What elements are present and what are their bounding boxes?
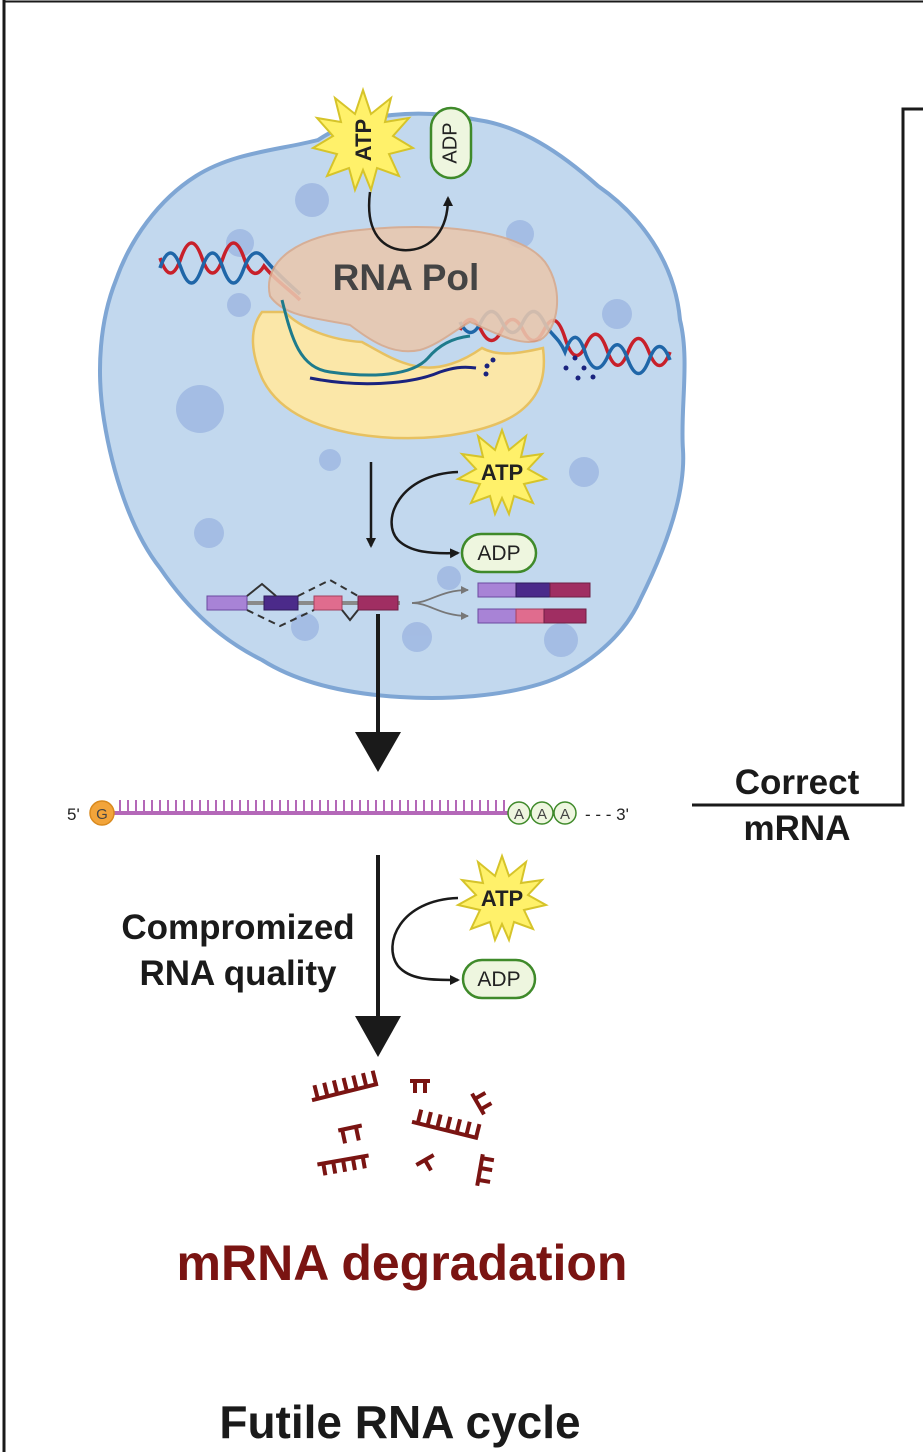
splice-adp-label: ADP [477,542,520,565]
poly-a-3: A [560,806,570,823]
spliced-isoform-1 [477,582,591,598]
three-prime-label: - - - 3' [585,805,629,824]
poly-a-2: A [537,806,547,823]
splice-atp-label: ATP [481,460,523,485]
splice-adp-icon: ADP [460,532,538,574]
top-atp-icon: ATP [310,86,416,194]
five-prime-label: 5' [67,805,80,824]
quality-adp-icon: ADP [461,958,537,1000]
splice-energy-arrow [390,470,460,559]
poly-a-tail: A A A [507,801,577,825]
correct-mrna-feedback-line [692,107,923,807]
rna-fragments [311,1070,495,1187]
mature-mrna: 5' G A A A - - - 3' [67,800,629,826]
export-arrow [355,614,401,772]
alternative-splicing-arrows [411,586,469,620]
cycle-title: Futile RNA cycle [219,1396,580,1448]
spliced-isoform-2 [477,608,587,624]
degradation-arrow [355,855,401,1057]
quality-atp-label: ATP [481,886,523,911]
quality-energy-arrow [391,896,460,985]
rna-pol-label: RNA Pol [333,257,480,298]
degradation-label: mRNA degradation [177,1235,628,1291]
mrna-bases [119,800,505,813]
quality-label-line1: Compromized [121,908,354,947]
pre-mrna [206,578,400,628]
top-adp-icon: ADP [429,106,473,180]
top-atp-label: ATP [351,119,376,161]
five-prime-cap [89,800,115,826]
top-energy-arrow [367,191,453,252]
nucleus-specks [176,183,632,657]
quality-adp-label: ADP [477,968,520,991]
rna-polymerase [251,226,596,440]
poly-a-1: A [514,806,524,823]
top-adp-label: ADP [439,122,461,163]
cap-label: G [96,806,108,823]
correct-label-line2: mRNA [744,809,851,848]
correct-label-line1: Correct [735,763,860,802]
splice-atp-icon: ATP [455,426,549,517]
quality-atp-icon: ATP [455,852,549,943]
quality-label-line2: RNA quality [139,954,337,993]
